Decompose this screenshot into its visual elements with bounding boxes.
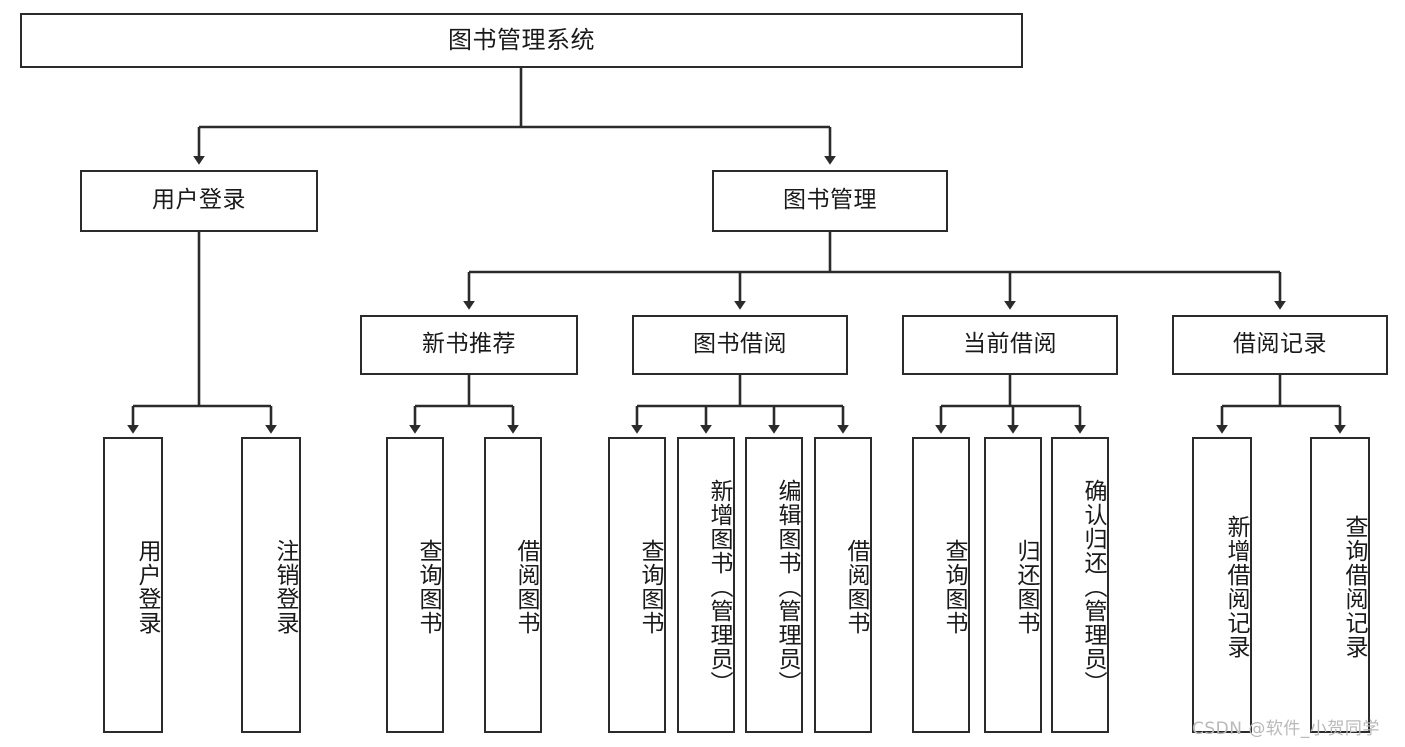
node-leaf-add-borrow-record-label: 新增借阅记录 [1223,515,1249,659]
node-new-book-recommend[interactable]: 新书推荐 [360,315,578,375]
node-book-borrow-label: 图书借阅 [693,331,787,358]
node-current-borrow-label: 当前借阅 [963,331,1057,358]
node-book-manage[interactable]: 图书管理 [712,170,948,232]
node-leaf-query-book-borrow-label: 查询图书 [637,539,663,635]
node-leaf-user-login[interactable]: 用户登录 [103,437,163,733]
node-leaf-confirm-return-admin[interactable]: 确认归还（管理员） [1051,437,1109,733]
node-leaf-query-borrow-record[interactable]: 查询借阅记录 [1310,437,1370,733]
node-leaf-return-book-label: 归还图书 [1013,539,1039,635]
node-leaf-edit-book-admin-label: 编辑图书（管理员） [774,479,800,695]
node-leaf-query-book-borrow[interactable]: 查询图书 [608,437,666,733]
node-leaf-query-book-current-label: 查询图书 [941,539,967,635]
node-leaf-query-borrow-record-label: 查询借阅记录 [1341,515,1367,659]
node-leaf-confirm-return-admin-label: 确认归还（管理员） [1080,479,1106,695]
node-borrow-record-label: 借阅记录 [1233,331,1327,358]
node-leaf-add-book-admin[interactable]: 新增图书（管理员） [677,437,735,733]
watermark: CSDN @软件_小贺同学 [1192,719,1380,739]
node-leaf-return-book[interactable]: 归还图书 [984,437,1042,733]
node-leaf-query-book-recommend[interactable]: 查询图书 [386,437,444,733]
node-leaf-edit-book-admin[interactable]: 编辑图书（管理员） [745,437,803,733]
node-user-login-label: 用户登录 [152,187,246,214]
node-current-borrow[interactable]: 当前借阅 [902,315,1118,375]
node-leaf-borrow-book-recommend-label: 借阅图书 [513,539,539,635]
node-borrow-record[interactable]: 借阅记录 [1172,315,1388,375]
node-leaf-borrow-book-label: 借阅图书 [843,539,869,635]
node-user-login[interactable]: 用户登录 [80,170,318,232]
node-leaf-query-book-current[interactable]: 查询图书 [912,437,970,733]
node-leaf-add-book-admin-label: 新增图书（管理员） [706,479,732,695]
node-leaf-logout-label: 注销登录 [272,539,298,635]
node-leaf-borrow-book[interactable]: 借阅图书 [814,437,872,733]
node-leaf-add-borrow-record[interactable]: 新增借阅记录 [1192,437,1252,733]
node-leaf-query-book-recommend-label: 查询图书 [415,539,441,635]
node-root[interactable]: 图书管理系统 [20,13,1023,68]
node-book-borrow[interactable]: 图书借阅 [632,315,848,375]
node-leaf-borrow-book-recommend[interactable]: 借阅图书 [484,437,542,733]
node-leaf-logout[interactable]: 注销登录 [241,437,301,733]
node-leaf-user-login-label: 用户登录 [134,539,160,635]
node-root-label: 图书管理系统 [448,26,595,55]
node-book-manage-label: 图书管理 [783,187,877,214]
node-new-book-recommend-label: 新书推荐 [422,331,516,358]
